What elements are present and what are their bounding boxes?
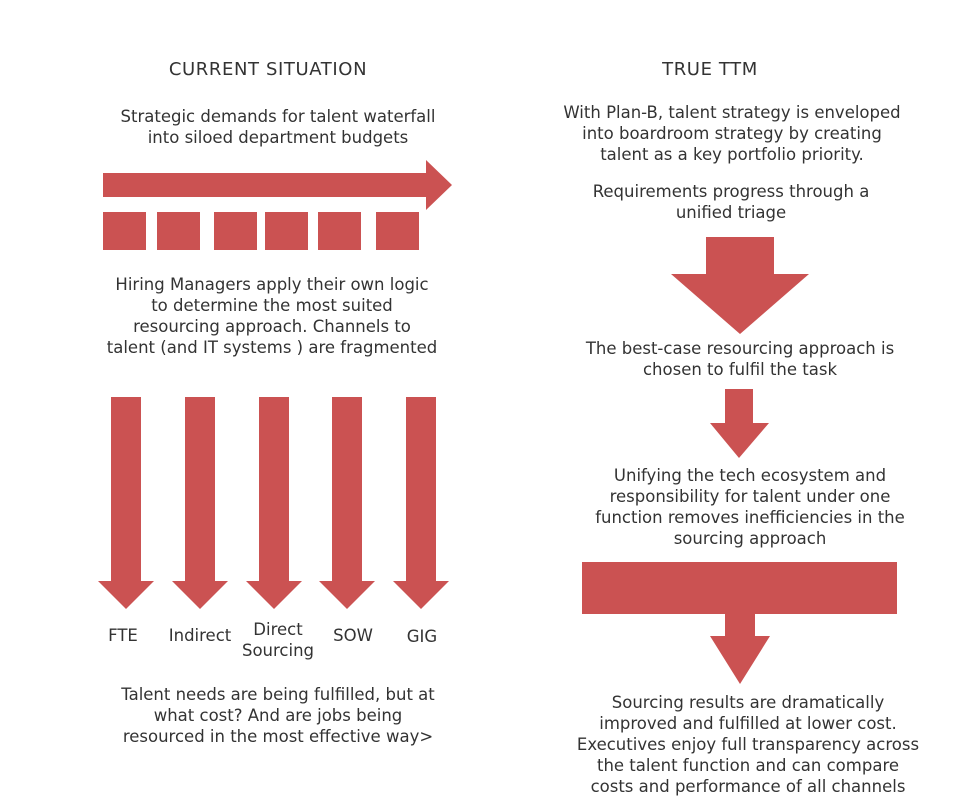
channel-arrow-shape [393,397,449,609]
unify-line-1: Unifying the tech ecosystem and [613,466,887,485]
channel-label-sow: SOW [333,626,373,645]
channel-arrow-fte [98,397,154,609]
department-budget-block [103,212,146,250]
waterfall-arrow [103,160,452,210]
channel-arrow-shape [246,397,302,609]
unified-function-arrow-shape [710,612,770,684]
department-budget-block [318,212,361,250]
department-budget-block [157,212,200,250]
channel-label-fte: FTE [108,626,138,645]
hiring-line-1: Hiring Managers apply their own logic [115,275,429,294]
best-case-line-1: The best-case resourcing approach is [585,339,895,358]
unify-text: Unifying the tech ecosystem and responsi… [562,465,938,549]
channel-arrow-sow [319,397,375,609]
hiring-managers-text: Hiring Managers apply their own logic to… [82,274,462,358]
left-intro-text: Strategic demands for talent waterfall i… [92,106,464,148]
triage-line-2: unified triage [675,203,787,222]
results-line-2: improved and fulfilled at lower cost. [599,714,897,733]
channel-label-direct-line-2: Sourcing [241,641,315,660]
right-heading: TRUE TTM [662,59,758,80]
waterfall-arrow-shape [103,160,452,210]
channel-arrow-shape [172,397,228,609]
left-footer-line-3: resourced in the most effective way> [122,727,434,746]
best-case-arrow-shape [710,389,769,458]
right-intro-line-3: talent as a key portfolio priority. [600,145,864,164]
department-budget-block [265,212,308,250]
triage-text: Requirements progress through a unified … [545,181,917,223]
left-intro-line-1: Strategic demands for talent waterfall [120,107,436,126]
department-budget-block [214,212,257,250]
channel-label-direct-line-1: Direct [253,620,303,639]
unified-function-arrow [710,612,770,684]
triage-arrow [671,237,809,334]
unify-line-3: function removes inefficiencies in the [595,508,905,527]
hiring-line-3: resourcing approach. Channels to [133,317,411,336]
results-text: Sourcing results are dramatically improv… [542,692,954,797]
right-intro-line-1: With Plan-B, talent strategy is envelope… [563,103,901,122]
left-intro-line-2: into siloed department budgets [147,128,409,147]
left-footer-line-1: Talent needs are being fulfilled, but at [121,685,435,704]
results-line-5: costs and performance of all channels [590,777,906,796]
best-case-arrow [710,389,769,458]
hiring-line-4: talent (and IT systems ) are fragmented [106,338,438,357]
left-footer-line-2: what cost? And are jobs being [153,706,403,725]
channel-arrow-shape [319,397,375,609]
results-line-3: Executives enjoy full transparency acros… [576,735,920,754]
channel-arrow-direct-sourcing [246,397,302,609]
channel-label-direct-sourcing: Direct Sourcing [228,619,328,661]
left-heading: CURRENT SITUATION [168,59,368,80]
best-case-line-2: chosen to fulfil the task [642,360,837,379]
department-budget-block [376,212,419,250]
unified-function-bar [582,562,897,614]
right-intro-line-2: into boardroom strategy by creating [582,124,882,143]
hiring-line-2: to determine the most suited [151,296,393,315]
channel-arrow-gig [393,397,449,609]
triage-line-1: Requirements progress through a [592,182,870,201]
best-case-text: The best-case resourcing approach is cho… [548,338,932,380]
results-line-1: Sourcing results are dramatically [611,693,885,712]
unify-line-2: responsibility for talent under one [609,487,891,506]
right-intro-text: With Plan-B, talent strategy is envelope… [522,102,942,165]
channel-arrow-shape [98,397,154,609]
channel-label-indirect: Indirect [168,626,232,645]
channel-arrow-indirect [172,397,228,609]
triage-arrow-shape [671,237,809,334]
channel-label-gig: GIG [406,627,438,646]
unify-line-4: sourcing approach [673,529,827,548]
left-footer-text: Talent needs are being fulfilled, but at… [92,684,464,747]
results-line-4: the talent function and can compare [596,756,900,775]
